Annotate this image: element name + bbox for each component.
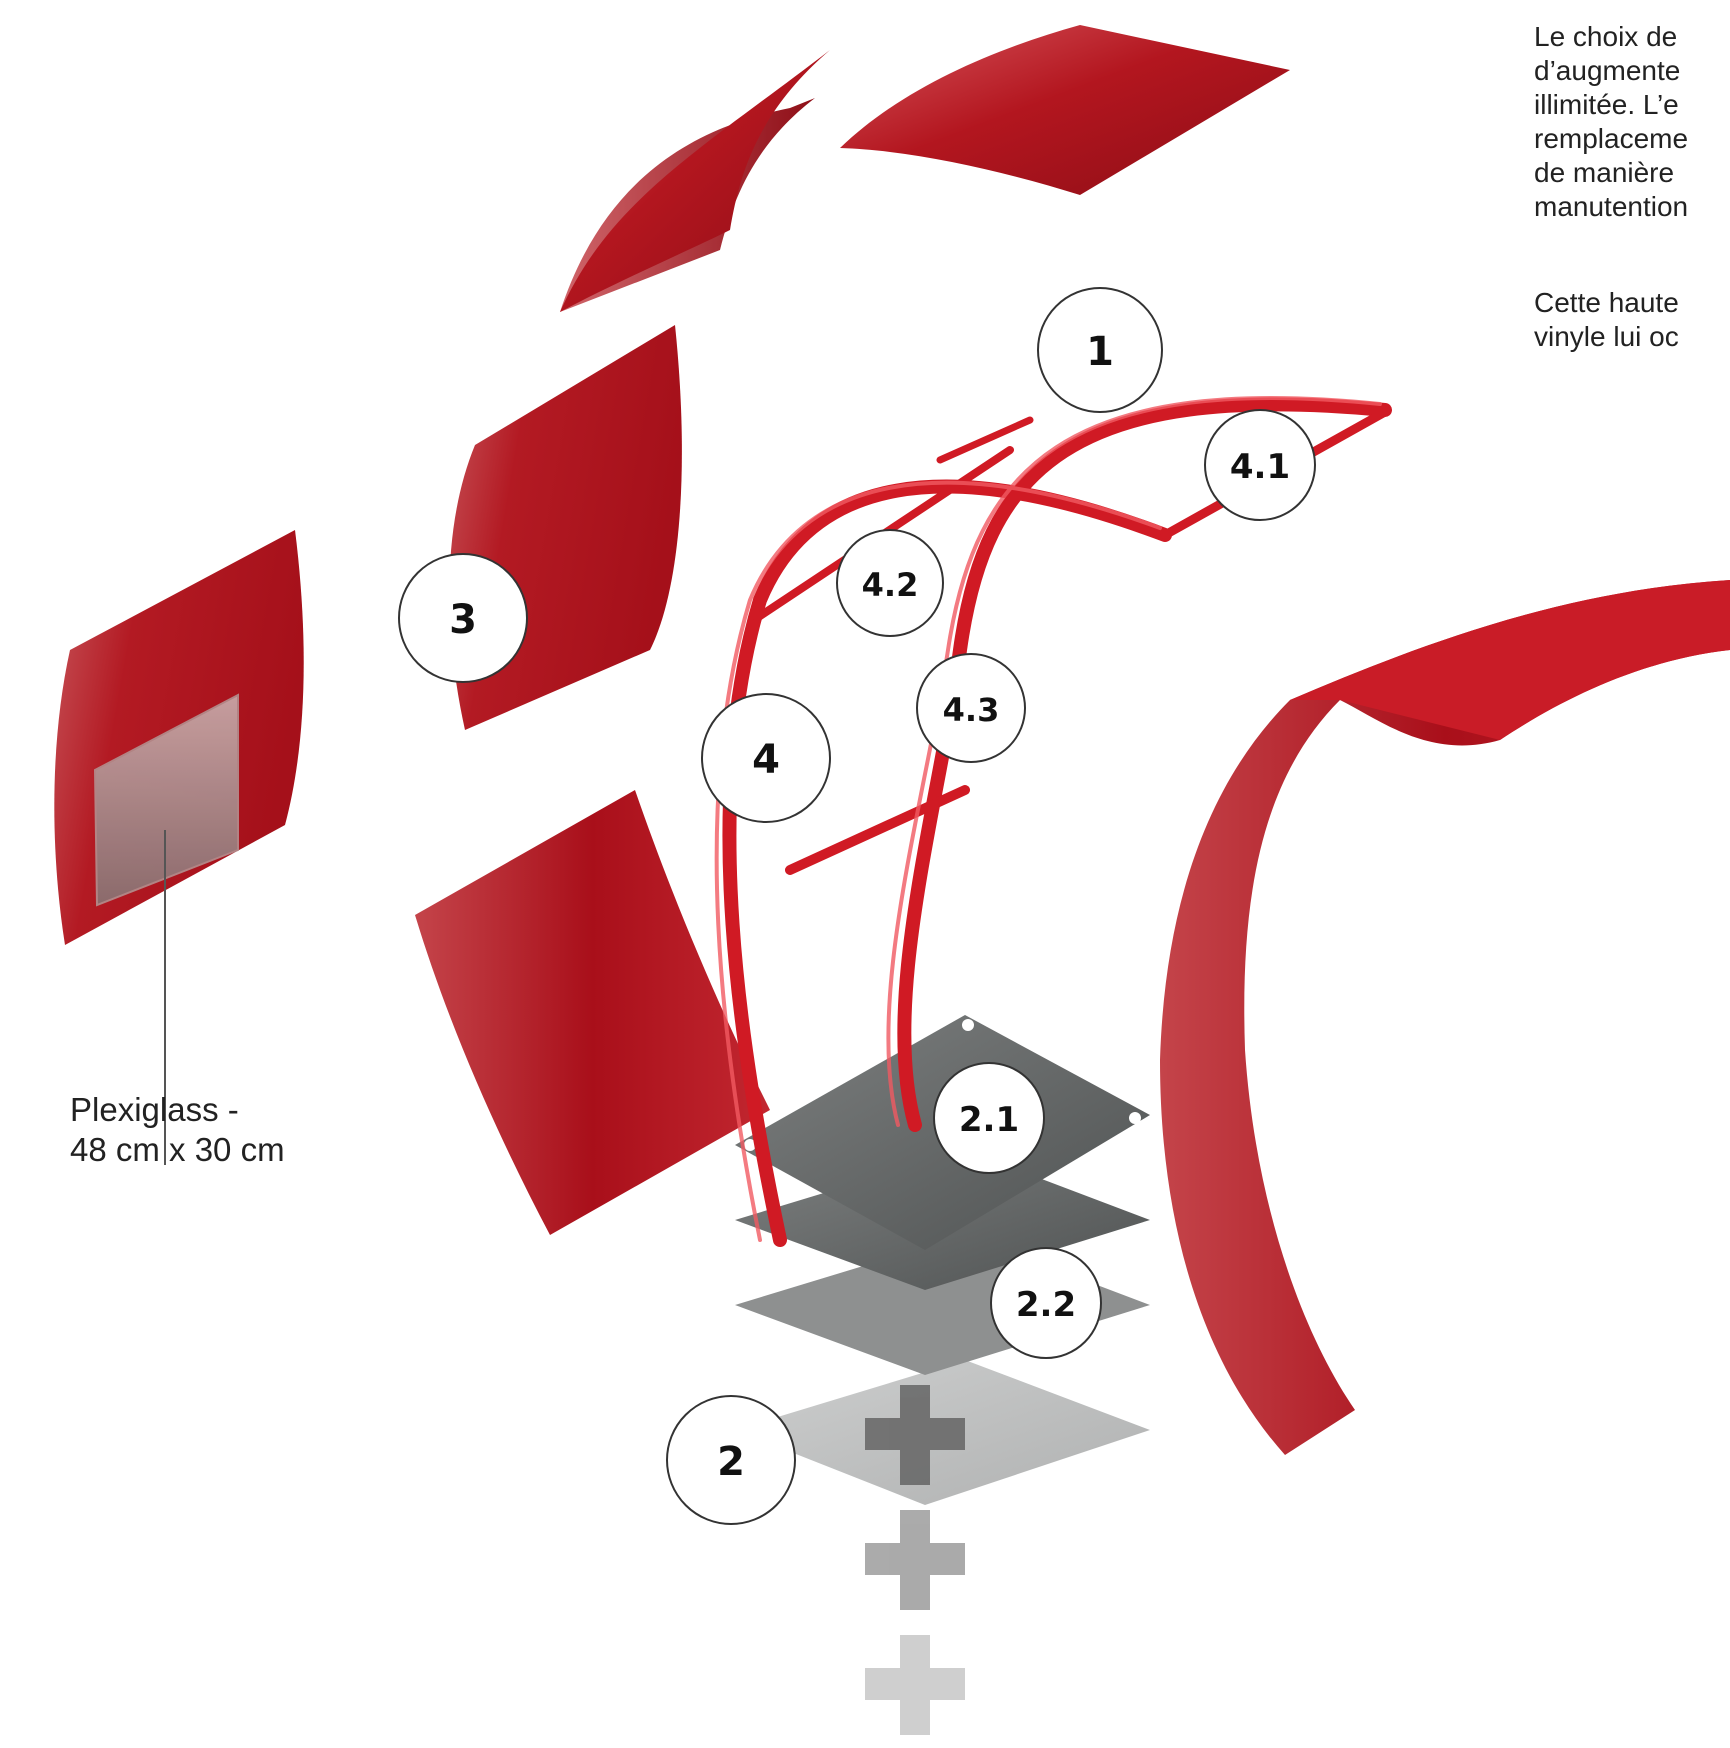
plexiglass-window	[93, 693, 239, 907]
panel-large-right-top	[1290, 580, 1730, 740]
description-line: d’augmente	[1534, 55, 1681, 86]
description-line: Le choix de	[1534, 21, 1678, 52]
description-line: vinyle lui oc	[1534, 321, 1679, 352]
plus-icon	[865, 1510, 965, 1610]
description-line: remplaceme	[1534, 123, 1689, 154]
description-paragraph-2: Cette haute vinyle lui oc	[1534, 286, 1730, 354]
panel-lower-left	[415, 790, 770, 1235]
plus-icon	[865, 1385, 965, 1485]
description-line: de manière	[1534, 157, 1675, 188]
plexiglass-caption-line2: 48 cm x 30 cm	[70, 1131, 285, 1168]
description-line: Cette haute	[1534, 287, 1679, 318]
panel-3	[449, 325, 682, 730]
description-line: manutention	[1534, 191, 1689, 222]
plexiglass-caption: Plexiglass - 48 cm x 30 cm	[70, 1090, 285, 1170]
plus-icon	[865, 1635, 965, 1735]
panel-top-left-face	[560, 50, 830, 312]
description-line: illimitée. L’e	[1534, 89, 1679, 120]
panel-top-right	[840, 25, 1290, 195]
plexiglass-caption-line1: Plexiglass -	[70, 1091, 239, 1128]
bolt-hole	[962, 1019, 974, 1031]
description-paragraph: Le choix de d’augmente illimitée. L’e re…	[1534, 20, 1730, 224]
bolt-hole	[744, 1139, 756, 1151]
bolt-hole	[1129, 1112, 1141, 1124]
